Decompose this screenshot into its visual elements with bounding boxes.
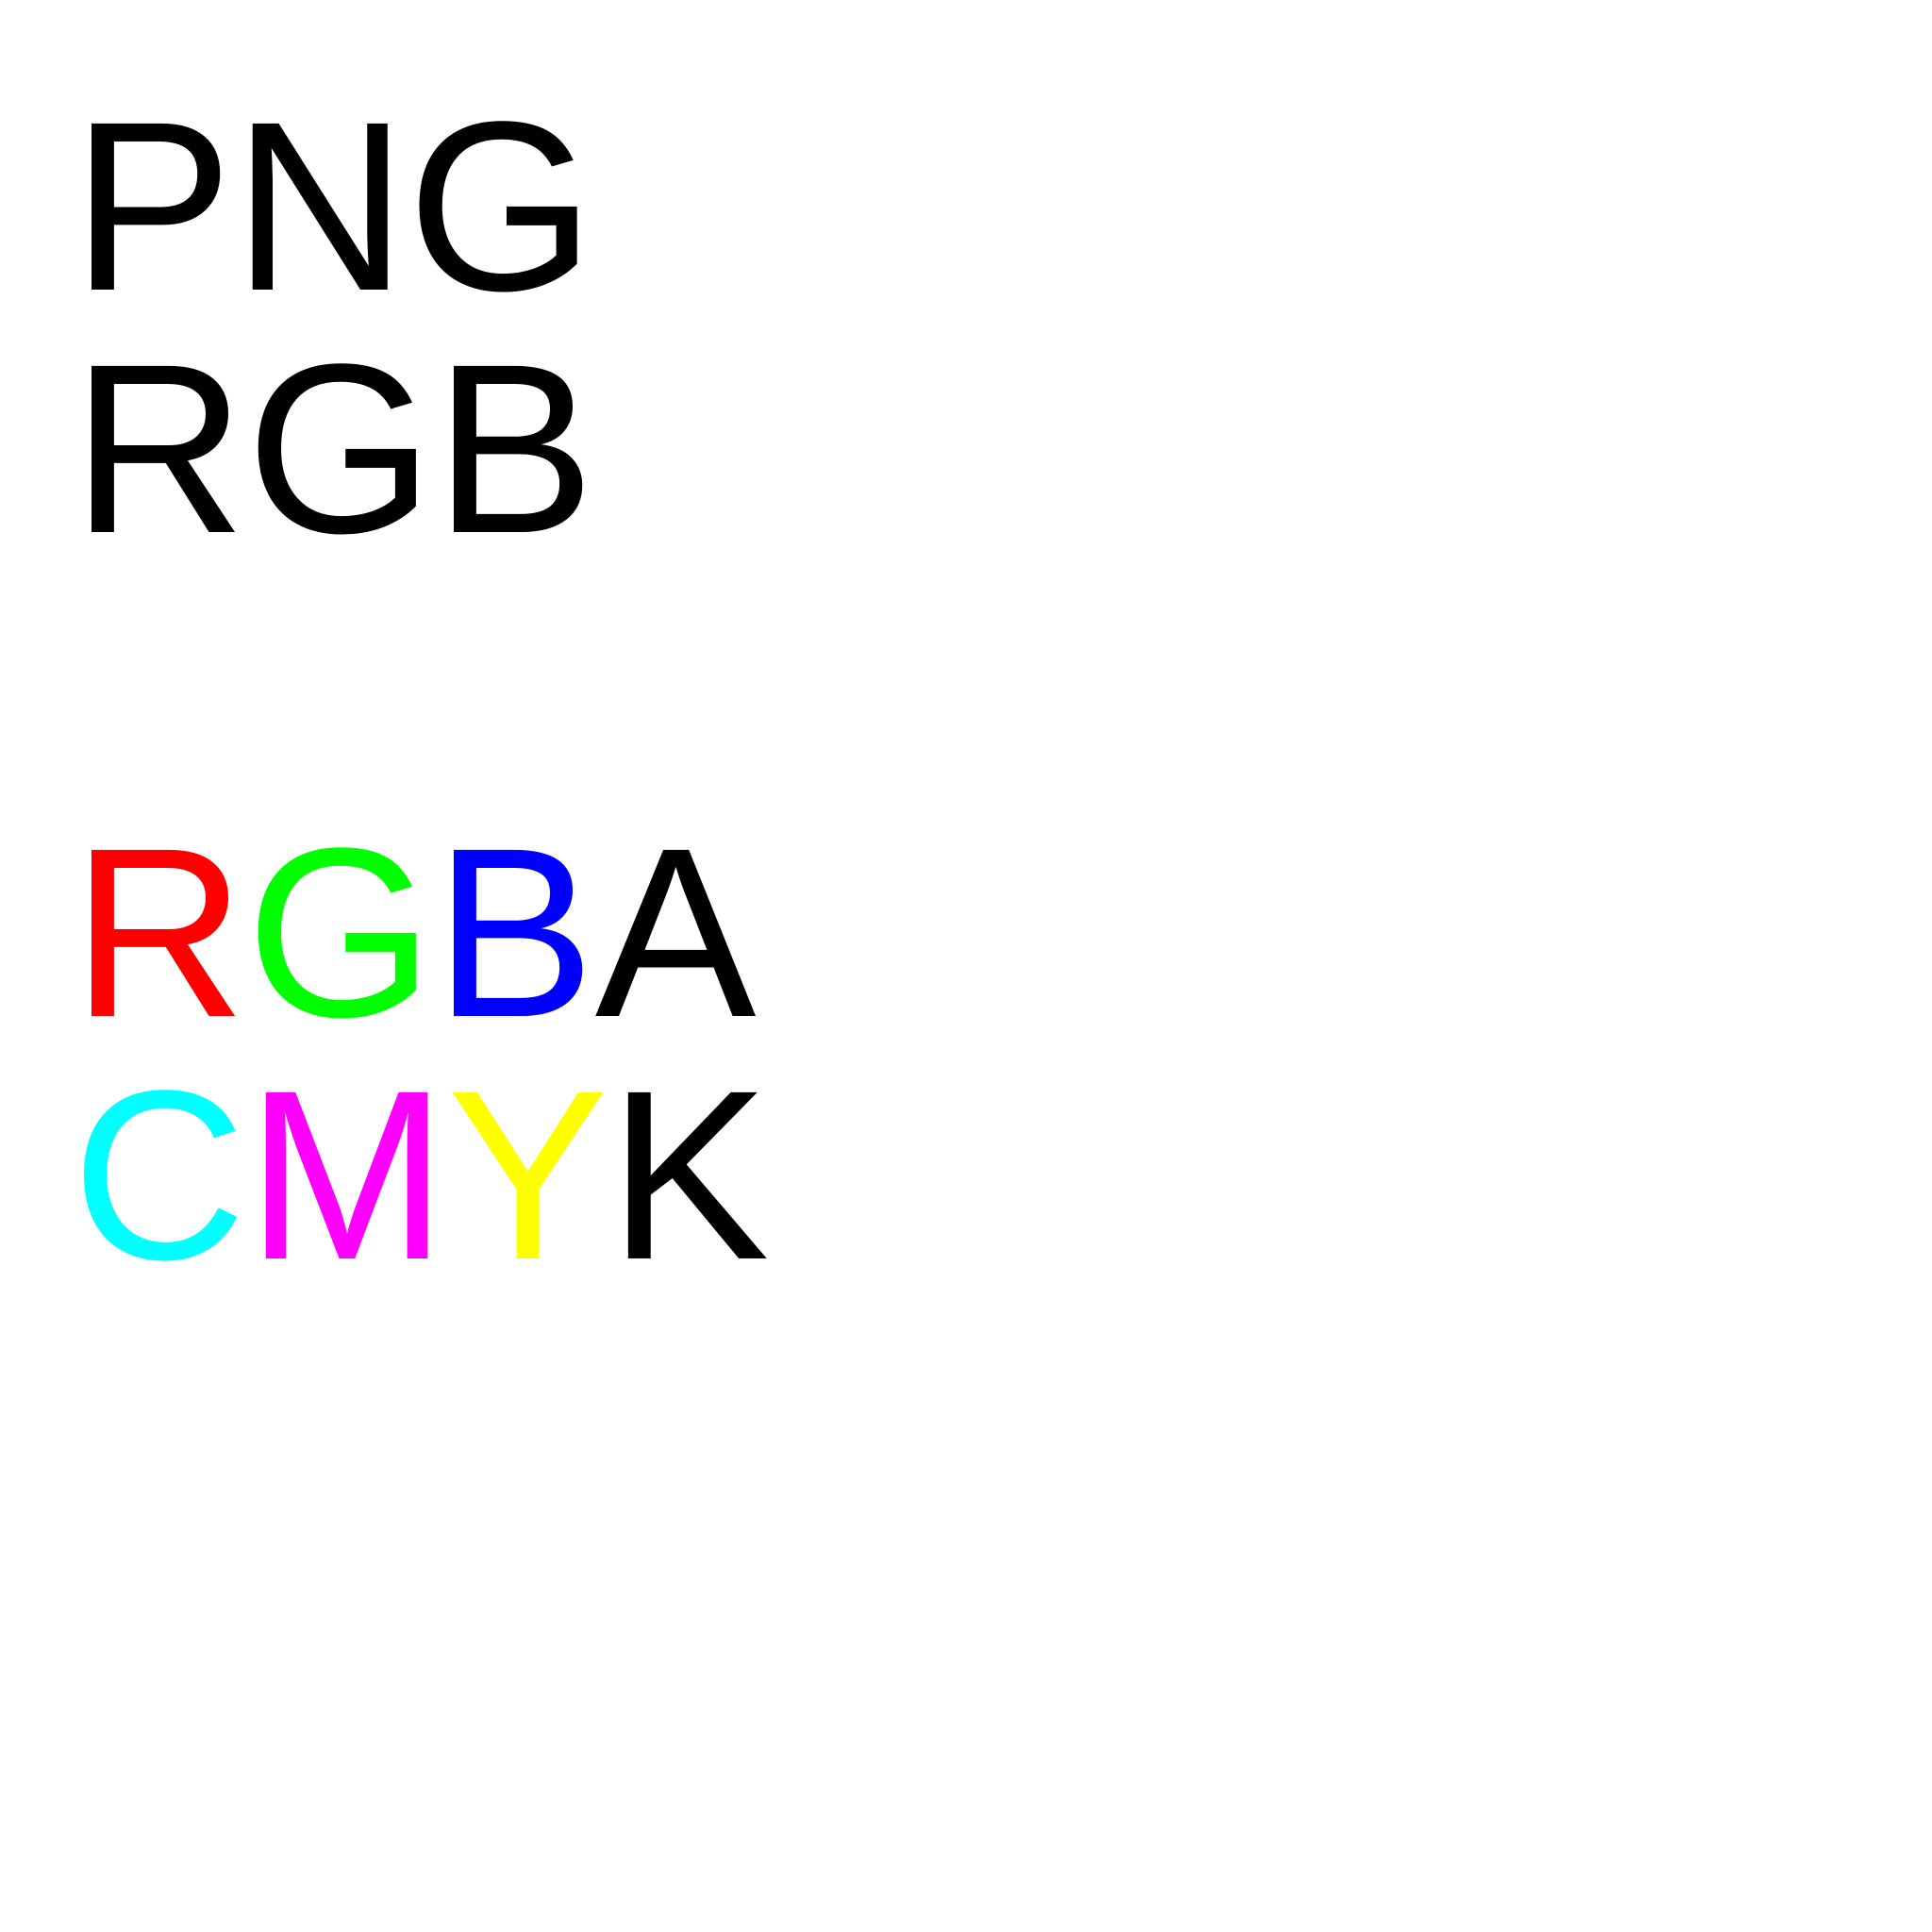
letter-g: G	[407, 72, 595, 341]
letter-a: A	[594, 798, 757, 1068]
letter-r: R	[72, 314, 246, 584]
letter-b-blue: B	[434, 798, 595, 1068]
letter-n: N	[232, 72, 408, 341]
letter-g-green: G	[245, 798, 434, 1068]
letter-m-magenta: M	[245, 1041, 448, 1310]
letter-b: B	[434, 314, 595, 584]
line-png: PNG	[72, 86, 595, 327]
letter-k-black: K	[608, 1041, 770, 1310]
letter-g: G	[245, 314, 434, 584]
letter-y-yellow: Y	[447, 1041, 608, 1310]
letter-r-red: R	[72, 798, 246, 1068]
letter-p: P	[72, 72, 233, 341]
line-rgba: RGBA	[72, 812, 757, 1054]
line-cmyk: CMYK	[72, 1055, 770, 1296]
letter-c-cyan: C	[72, 1041, 246, 1310]
line-rgb: RGB	[72, 328, 595, 570]
